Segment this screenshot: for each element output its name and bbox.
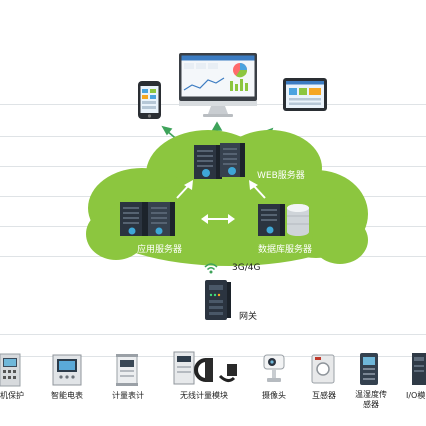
app-server-icon	[120, 202, 175, 236]
database-server-label: 数据库服务器	[258, 245, 313, 255]
web-server-icon	[194, 143, 245, 179]
divider-line	[0, 334, 426, 335]
device-label-camera: 摄像头	[262, 391, 286, 400]
gateway-label: 网关	[239, 312, 258, 322]
temp-humidity-sensor-icon	[360, 353, 378, 385]
smart-meter-icon	[52, 354, 82, 386]
desktop-monitor-icon	[179, 53, 257, 117]
web-server-label: WEB服务器	[257, 171, 305, 181]
device-label-temp-humidity: 温湿度传感器	[355, 390, 387, 409]
io-module-icon	[412, 353, 426, 385]
device-label-smart-meter: 智能电表	[51, 391, 83, 400]
app-to-web-arrow	[176, 180, 193, 199]
app-server-label: 应用服务器	[137, 245, 183, 255]
tablet-icon	[283, 78, 327, 111]
database-server-icon	[258, 204, 309, 236]
din-meter-icon	[116, 354, 138, 386]
network-label: 3G/4G	[232, 263, 261, 273]
camera-icon	[263, 354, 285, 382]
bidirectional-arrow-icon	[201, 214, 235, 224]
gateway-device-icon	[205, 280, 231, 320]
current-transformer-icon	[311, 354, 335, 384]
protection-relay-icon	[0, 353, 21, 387]
device-label-io-module: I/O模	[406, 391, 426, 400]
divider-line	[0, 356, 426, 357]
device-label-wireless-module: 无线计量模块	[180, 391, 228, 400]
device-label-din-meter: 计量表计	[112, 391, 144, 400]
device-label-protection: 机保护	[0, 391, 24, 400]
wifi-signal-icon	[204, 263, 218, 274]
device-label-current-transformer: 互感器	[312, 391, 336, 400]
wireless-module-icon	[173, 351, 237, 385]
db-to-web-arrow	[249, 180, 266, 199]
smartphone-icon	[138, 81, 161, 119]
